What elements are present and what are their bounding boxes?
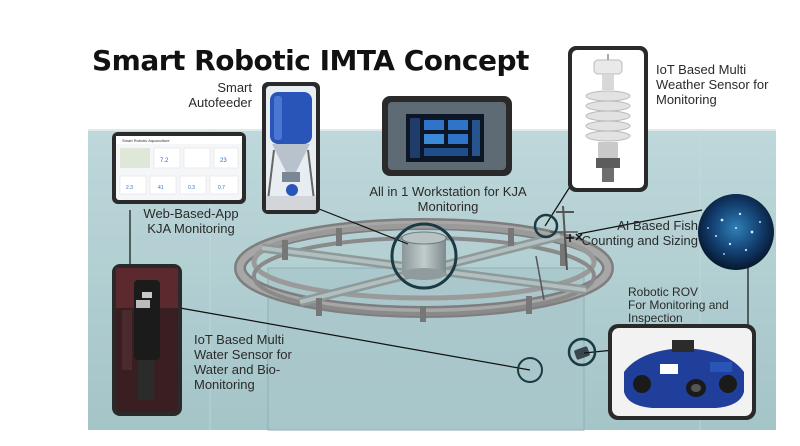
dashboard-value: 41 [158, 185, 164, 191]
label-rov: Robotic ROV For Monitoring and Inspectio… [628, 286, 729, 325]
autofeeder-photo [262, 82, 320, 214]
label-line: IoT Based Multi [194, 332, 285, 347]
central-hub [401, 231, 447, 280]
label-line: Monitoring [194, 377, 255, 392]
page-title: Smart Robotic IMTA Concept [92, 44, 529, 77]
label-line: Robotic ROV [628, 285, 699, 299]
label-line: KJA Monitoring [147, 221, 235, 236]
crosshair-marker [566, 233, 583, 242]
dashboard-value: 0.3 [188, 185, 195, 191]
label-line: For Monitoring and [628, 298, 729, 312]
label-line: Water and Bio- [194, 362, 281, 377]
label-line: Web-Based-App [143, 206, 239, 221]
net-cylinder [267, 267, 585, 431]
label-water-sensor: IoT Based Multi Water Sensor for Water a… [194, 332, 292, 392]
label-line: Water Sensor for [194, 347, 292, 362]
label-line: Weather Sensor for [656, 77, 769, 92]
dashboard-value: 0.7 [218, 185, 225, 191]
weather-sensor-photo [568, 46, 648, 192]
label-fish-counting: AI Based Fish Counting and Sizing [582, 218, 698, 248]
dashboard-header: Smart Robotic Aquaculture [122, 138, 170, 143]
label-workstation: All in 1 Workstation for KJA Monitoring [360, 184, 536, 214]
label-line: All in 1 Workstation for KJA [369, 184, 527, 199]
callout-rings [390, 213, 597, 383]
label-line: Counting and Sizing [581, 233, 698, 248]
label-autofeeder: Smart Autofeeder [188, 80, 252, 110]
label-line: Monitoring [656, 92, 717, 107]
water-sensor-photo [112, 264, 182, 416]
dashboard-screenshot: Smart Robotic Aquaculture 7.2 23 2.3 41 … [112, 132, 246, 204]
label-line: IoT Based Multi [656, 62, 747, 77]
workstation-photo [382, 96, 512, 176]
label-line: AI Based Fish [617, 218, 698, 233]
dashboard-value: 7.2 [160, 158, 169, 164]
label-line: Monitoring [417, 199, 479, 214]
label-line: Autofeeder [188, 95, 252, 110]
label-web-app: Web-Based-App KJA Monitoring [118, 206, 264, 236]
label-weather-sensor: IoT Based Multi Weather Sensor for Monit… [656, 62, 768, 107]
rov-photo [608, 324, 756, 420]
dashboard-value: 23 [220, 158, 227, 164]
label-line: Inspection [628, 311, 683, 325]
dashboard-value: 2.3 [126, 185, 133, 191]
fish-camera-photo [698, 194, 774, 270]
label-line: Smart [217, 80, 252, 95]
